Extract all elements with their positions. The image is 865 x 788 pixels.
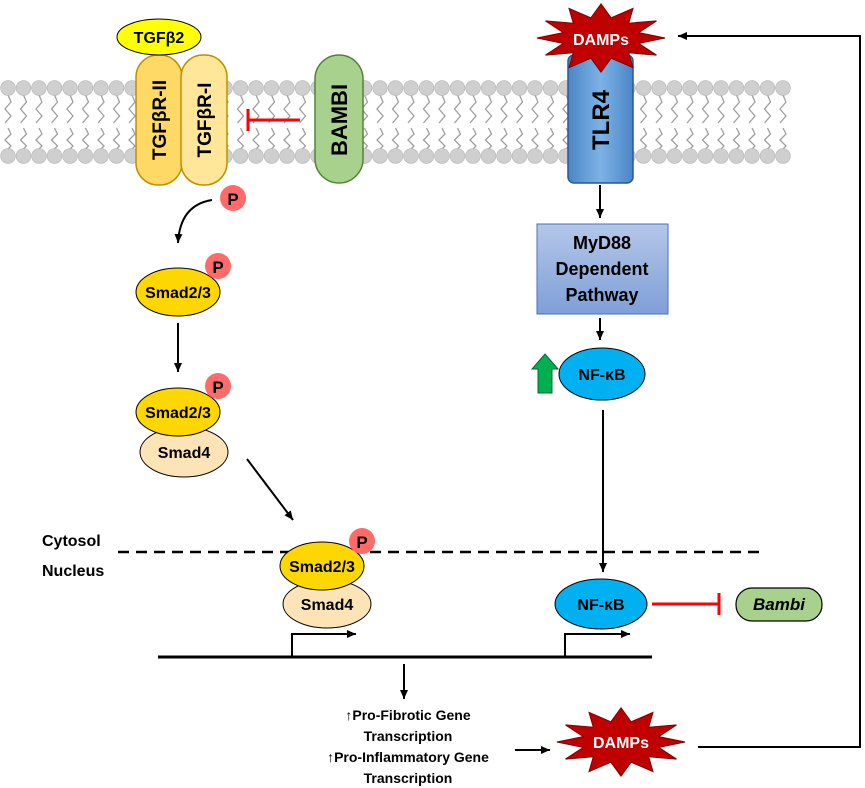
phospho-badge-complex: P — [205, 373, 231, 399]
bambi-label: BAMBI — [327, 84, 352, 156]
svg-text:P: P — [356, 533, 367, 552]
bambi-inhibition-arrow — [246, 109, 300, 131]
phospho-badge-smad23: P — [205, 253, 231, 279]
bambi-protein: BAMBI — [314, 54, 364, 184]
upregulation-arrow — [530, 353, 560, 394]
svg-text:Transcription: Transcription — [364, 770, 453, 786]
cytosol-label: Cytosol — [42, 533, 101, 550]
nfkb-inhibits-bambi — [652, 593, 721, 615]
transcription-start-smad — [291, 630, 356, 657]
svg-text:↑Pro-Fibrotic Gene: ↑Pro-Fibrotic Gene — [345, 707, 470, 723]
nfkb-nucleus: NF-κB — [554, 578, 648, 630]
svg-text:Pathway: Pathway — [565, 285, 638, 305]
bambi-gene: Bambi — [735, 587, 823, 622]
svg-text:Smad2/3: Smad2/3 — [289, 559, 355, 576]
svg-text:P: P — [212, 378, 223, 397]
transcription-start-nfkb — [564, 630, 630, 657]
tgfbr2-receptor: TGFβR-II — [135, 54, 183, 186]
svg-text:Transcription: Transcription — [364, 728, 453, 744]
svg-text:Smad4: Smad4 — [301, 597, 354, 614]
svg-text:MyD88: MyD88 — [573, 233, 631, 253]
nfkb-cytosol: NF-κB — [558, 347, 646, 401]
tgfb2-label: TGFβ2 — [134, 30, 185, 47]
damps-bottom-label: DAMPs — [593, 735, 649, 752]
svg-text:P: P — [212, 258, 223, 277]
tgfbr2-label: TGFβR-II — [150, 80, 171, 160]
smad23-smad4-complex: Smad4 Smad2/3 — [135, 387, 229, 478]
damps-bottom-burst: DAMPs — [556, 706, 686, 778]
damps-top-label: DAMPs — [573, 32, 629, 49]
phospho-badge-nuclear: P — [349, 528, 375, 554]
tgfbr1-receptor: TGFβR-I — [180, 54, 228, 186]
tlr4-receptor: TLR4 — [567, 54, 634, 184]
nuclear-smad-complex: Smad4 Smad2/3 — [279, 541, 372, 629]
svg-text:Smad2/3: Smad2/3 — [145, 285, 211, 302]
phosphorylation-arrow — [174, 199, 213, 244]
svg-text:P: P — [227, 190, 238, 209]
svg-text:Dependent: Dependent — [555, 259, 648, 279]
svg-text:↑Pro-Inflammatory Gene: ↑Pro-Inflammatory Gene — [327, 749, 489, 765]
svg-text:NF-κB: NF-κB — [578, 367, 625, 384]
feedback-loop-arrow — [678, 32, 861, 748]
svg-text:NF-κB: NF-κB — [577, 597, 624, 614]
arrow-complex-to-nucleus — [246, 458, 294, 521]
svg-text:Smad4: Smad4 — [158, 445, 211, 462]
transcription-outcomes: ↑Pro-Fibrotic Gene Transcription ↑Pro-In… — [327, 707, 489, 786]
nucleus-label: Nucleus — [42, 563, 104, 580]
tgfb2-ligand: TGFβ2 — [116, 18, 202, 56]
damps-top-burst: DAMPs — [536, 2, 666, 74]
tgfbr1-label: TGFβR-I — [195, 83, 216, 158]
myd88-pathway-box: MyD88 Dependent Pathway — [536, 223, 669, 315]
cell-membrane — [0, 80, 791, 164]
svg-text:Bambi: Bambi — [753, 595, 806, 614]
phospho-badge-receptor: P — [220, 185, 246, 211]
svg-text:Smad2/3: Smad2/3 — [145, 405, 211, 422]
smad23-phosphorylated: Smad2/3 — [135, 267, 221, 317]
tlr4-label: TLR4 — [588, 89, 615, 150]
